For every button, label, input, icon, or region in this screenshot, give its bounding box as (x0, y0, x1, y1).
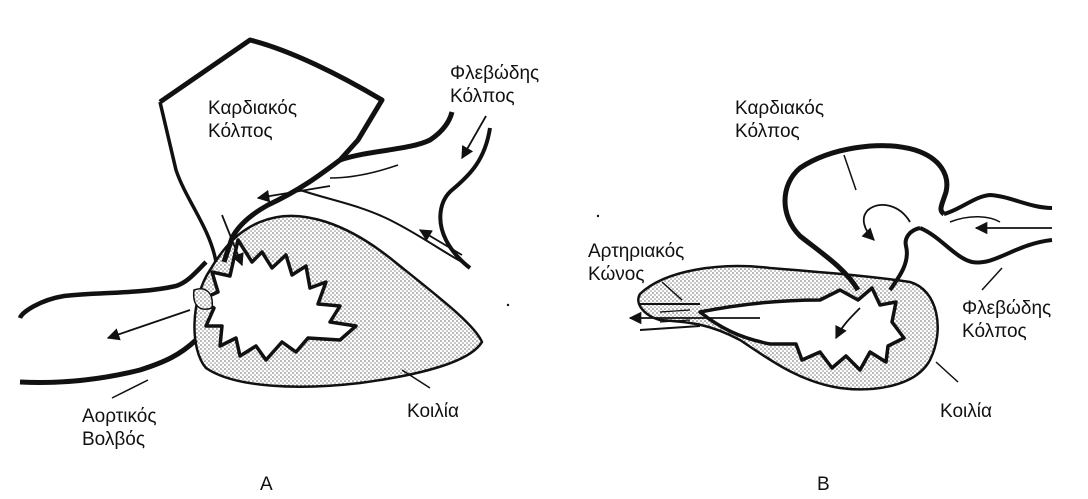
panel-a-caption: A (260, 474, 273, 496)
panel-a-flow-arrow-lower-sinus (420, 230, 462, 255)
panel-b-atrium-label-line2: Κόλπος (735, 120, 824, 143)
panel-b-conus-lower (640, 326, 700, 330)
panel-b-atrium-label-line1: Καρδιακός (735, 97, 824, 120)
panel-a-aortic-wall-upper (20, 262, 206, 318)
panel-a-atrium-label: Καρδιακός Κόλπος (208, 97, 297, 143)
panel-b-sinus-label-line1: Φλεβώδης (962, 297, 1051, 320)
panel-a-atrium-label-line2: Κόλπος (208, 120, 297, 143)
panel-a-sinus-label: Φλεβώδης Κόλπος (450, 62, 539, 108)
panel-a-ventricle-label: Κοιλία (407, 400, 459, 423)
panel-b-sinus-label: Φλεβώδης Κόλπος (962, 297, 1051, 343)
panel-b-conus-label-line1: Αρτηριακός (588, 240, 684, 263)
panel-a-aortic-label-line2: Βολβός (82, 428, 157, 451)
panel-b-ventricle-label-text: Κοιλία (940, 400, 992, 423)
panel-a-leader-aortic (112, 380, 148, 398)
panel-b-leader-sinus (982, 268, 1002, 290)
panel-a-sinus-label-line2: Κόλπος (450, 85, 539, 108)
speck (597, 215, 599, 217)
panel-a-sinus-inner (330, 165, 398, 178)
panel-a-flow-arrow-out (108, 310, 190, 338)
panel-b-caption: B (817, 474, 830, 496)
panel-b-leader-ventricle (936, 362, 958, 382)
panel-a-sinus-wall-upper (340, 112, 452, 160)
panel-a-aortic-wall-lower (20, 340, 196, 383)
panel-a-atrium-label-line1: Καρδιακός (208, 97, 297, 120)
panel-a-sinus-label-line1: Φλεβώδης (450, 62, 539, 85)
panel-b-sinus-lower (920, 228, 1052, 262)
panel-b-sinus-upper (944, 195, 1052, 214)
panel-b-conus-label: Αρτηριακός Κώνος (588, 240, 684, 286)
panel-b-sinus-mid (950, 217, 1000, 222)
panel-b-atrium-label: Καρδιακός Κόλπος (735, 97, 824, 143)
panel-a (20, 40, 490, 398)
panel-b-leader-atrium (844, 155, 856, 190)
panel-b-conus-label-line2: Κώνος (588, 263, 684, 286)
panel-a-ventricle-label-text: Κοιλία (407, 400, 459, 423)
panel-b-flow-arrow-atrium (864, 205, 910, 240)
panel-b-sinus-label-line2: Κόλπος (962, 320, 1051, 343)
speck (507, 304, 509, 306)
panel-a-aortic-label: Αορτικός Βολβός (82, 405, 157, 451)
panel-a-aortic-label-line1: Αορτικός (82, 405, 157, 428)
panel-b-ventricle-label: Κοιλία (940, 400, 992, 423)
panel-b-atrium-wall (785, 146, 947, 290)
panel-b (630, 146, 1052, 390)
